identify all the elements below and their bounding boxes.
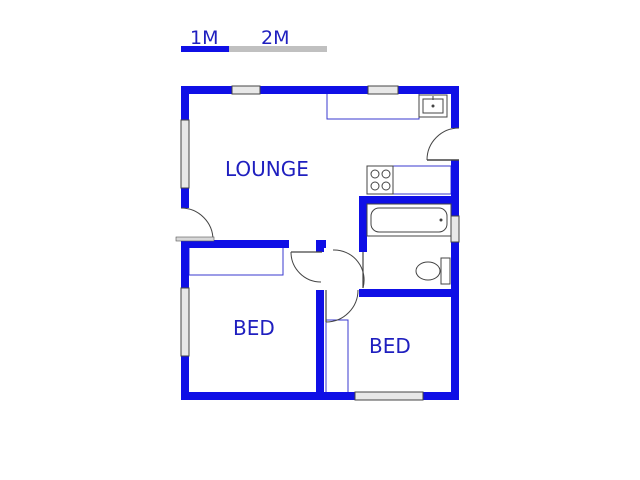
walls: [181, 86, 459, 400]
wall-bed-divider-top: [316, 240, 324, 252]
toilet-icon: [415, 257, 451, 285]
window-bathroom: [450, 215, 460, 243]
door-bed-right: [325, 289, 359, 323]
wall-lounge-bed: [181, 240, 289, 248]
wall-bathroom-top: [359, 196, 459, 204]
scale-bar: 1M 2M: [181, 27, 327, 52]
window-lounge-left: [180, 119, 190, 189]
room-label-lounge: LOUNGE: [225, 157, 309, 181]
window-top-left: [231, 85, 261, 95]
scale-bar-segment-2: [229, 46, 327, 52]
wall-right-lower: [451, 160, 459, 400]
bed-right-cupboard: [325, 319, 349, 396]
room-label-bed-left: BED: [233, 316, 275, 340]
bed-left-cupboard: [188, 246, 284, 276]
scale-label-1m: 1M: [190, 27, 218, 49]
door-bed-left: [290, 251, 322, 283]
door-entrance: [175, 207, 215, 242]
stove-icon: [366, 165, 394, 195]
wall-bathroom-bottom: [359, 289, 459, 297]
window-bed-right: [354, 391, 424, 401]
doors: [175, 127, 460, 323]
bathtub-icon: [366, 203, 452, 237]
window-top-right: [367, 85, 399, 95]
door-kitchen: [426, 127, 460, 161]
window-bed-left: [180, 287, 190, 357]
wall-right-upper: [451, 86, 459, 128]
wall-bathroom-left: [359, 196, 367, 252]
scale-bar-segment-1: [181, 46, 229, 52]
wall-top: [181, 86, 459, 94]
kitchen-sink: [418, 94, 448, 118]
scale-label-2m: 2M: [261, 27, 289, 49]
windows: [180, 85, 460, 401]
room-label-bed-right: BED: [369, 334, 411, 358]
door-bathroom: [332, 249, 365, 289]
wall-bed-divider: [316, 290, 324, 400]
kitchen-counter-top: [326, 92, 420, 120]
